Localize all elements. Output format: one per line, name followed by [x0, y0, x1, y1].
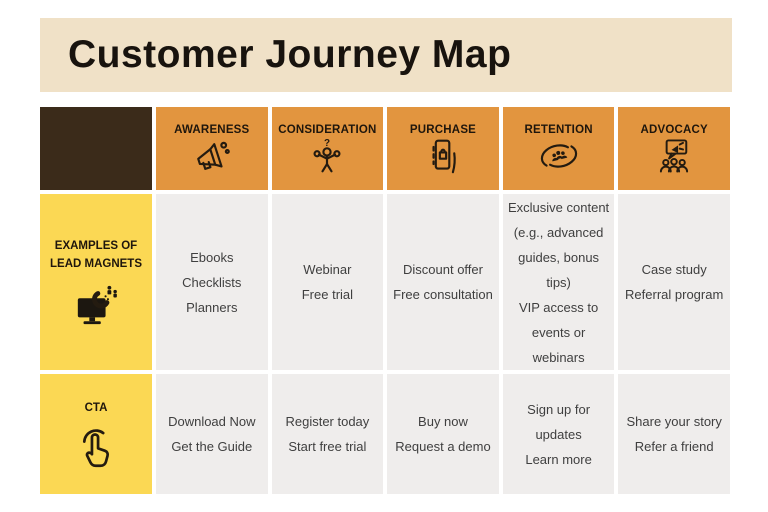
tap-click-icon: [82, 429, 110, 468]
cell-line: Register today: [285, 414, 370, 429]
column-header-advocacy: ADVOCACY: [618, 107, 730, 190]
cell-retention-cta: Sign up for updates Learn more: [502, 374, 615, 494]
cell-line: Start free trial: [288, 439, 367, 454]
page-title: Customer Journey Map: [68, 33, 512, 76]
cell-consideration-cta: Register today Start free trial: [271, 374, 384, 494]
cell-line: Refer a friend: [634, 439, 714, 454]
cell-line: Request a demo: [395, 439, 491, 454]
row-label: CTA: [84, 401, 108, 414]
group-announcement-icon: [660, 138, 689, 173]
journey-table: AWARENESS CONSIDERATION ?: [40, 107, 730, 494]
column-header-retention: RETENTION: [502, 107, 615, 190]
cell-retention-lead-magnets: Exclusive content (e.g., advanced guides…: [502, 194, 615, 370]
cell-line: Learn more: [525, 451, 592, 467]
cell-line: Case study: [641, 262, 707, 277]
cell-line: Ebooks: [190, 249, 234, 265]
cell-line: Planners: [186, 299, 238, 315]
cell-advocacy-cta: Share your story Refer a friend: [618, 374, 730, 494]
cell-line: Webinar: [303, 262, 352, 277]
cell-line: Download Now: [168, 414, 256, 429]
row-header-cta: CTA: [40, 374, 152, 494]
cell-line: Buy now: [418, 414, 468, 429]
column-header-purchase: PURCHASE: [387, 107, 499, 190]
cell-line: Referral program: [625, 287, 724, 302]
column-label: AWARENESS: [174, 123, 250, 136]
cell-awareness-cta: Download Now Get the Guide: [156, 374, 268, 494]
cell-purchase-cta: Buy now Request a demo: [387, 374, 499, 494]
mobile-shopping-icon: [432, 139, 456, 173]
cell-line: Share your story: [626, 414, 722, 429]
cell-line: Checklists: [182, 274, 242, 290]
svg-text:?: ?: [324, 138, 330, 149]
cell-consideration-lead-magnets: Webinar Free trial: [271, 194, 384, 370]
cell-line: Discount offer: [403, 262, 483, 277]
cell-awareness-lead-magnets: Ebooks Checklists Planners: [156, 194, 268, 370]
thinking-person-icon: ?: [313, 138, 341, 172]
megaphone-icon: [196, 141, 230, 170]
column-header-consideration: CONSIDERATION ?: [271, 107, 384, 190]
cell-line: Free consultation: [393, 287, 493, 302]
column-label: ADVOCACY: [640, 123, 708, 136]
cell-advocacy-lead-magnets: Case study Referral program: [618, 194, 730, 370]
cell-line: Sign up for updates: [527, 401, 591, 442]
row-header-lead-magnets: EXAMPLES OF LEAD MAGNETS: [40, 194, 152, 370]
column-header-awareness: AWARENESS: [156, 107, 268, 190]
caring-hands-icon: [540, 143, 577, 168]
monitor-magnet-icon: [77, 286, 117, 325]
cell-purchase-lead-magnets: Discount offer Free consultation: [387, 194, 499, 370]
column-label: CONSIDERATION: [278, 123, 377, 136]
row-label: EXAMPLES OF LEAD MAGNETS: [50, 239, 142, 270]
corner-cell: [40, 107, 152, 190]
column-label: RETENTION: [524, 123, 593, 136]
title-banner: Customer Journey Map: [40, 18, 732, 92]
column-label: PURCHASE: [409, 123, 477, 136]
cell-line: Exclusive content (e.g., advanced guides…: [508, 199, 610, 290]
cell-line: Free trial: [301, 287, 354, 302]
cell-line: VIP access to events or webinars: [518, 299, 599, 365]
cell-line: Get the Guide: [171, 439, 253, 454]
